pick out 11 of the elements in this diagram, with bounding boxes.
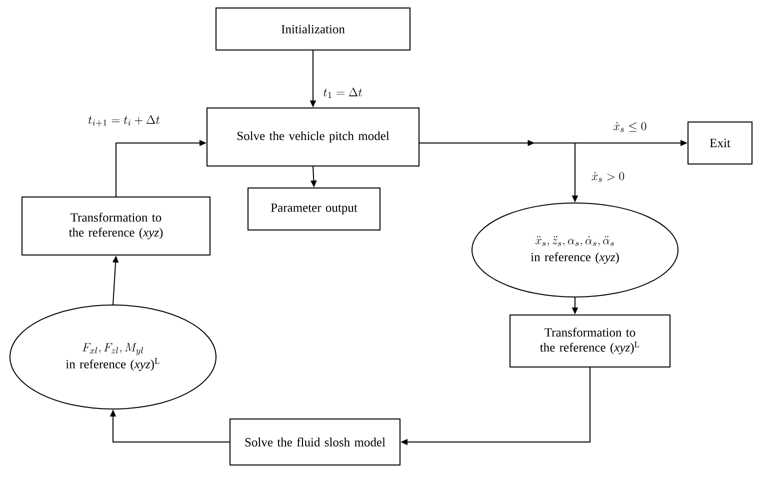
edge-label: $\dot{x}_s \le 0$ xyxy=(612,121,648,133)
process-box: Initialization xyxy=(216,8,410,50)
process-box: Solve the vehicle pitch model xyxy=(206,108,420,166)
process-box: Parameter output xyxy=(248,188,380,230)
edge-label: $t_{i+1} = t_i + \Delta t$ xyxy=(87,114,161,128)
process-box: Exit xyxy=(688,122,752,164)
process-box: Transformation to the reference (xyz)$^{L}$ xyxy=(510,314,670,368)
edge-label: $\dot{x}_s > 0$ xyxy=(590,171,626,183)
process-box: Transformation to the reference (xyz) xyxy=(22,196,210,256)
edge-label: $t_1 = \Delta t$ xyxy=(322,87,364,99)
process-box: Solve the fluid slosh model xyxy=(230,418,400,466)
